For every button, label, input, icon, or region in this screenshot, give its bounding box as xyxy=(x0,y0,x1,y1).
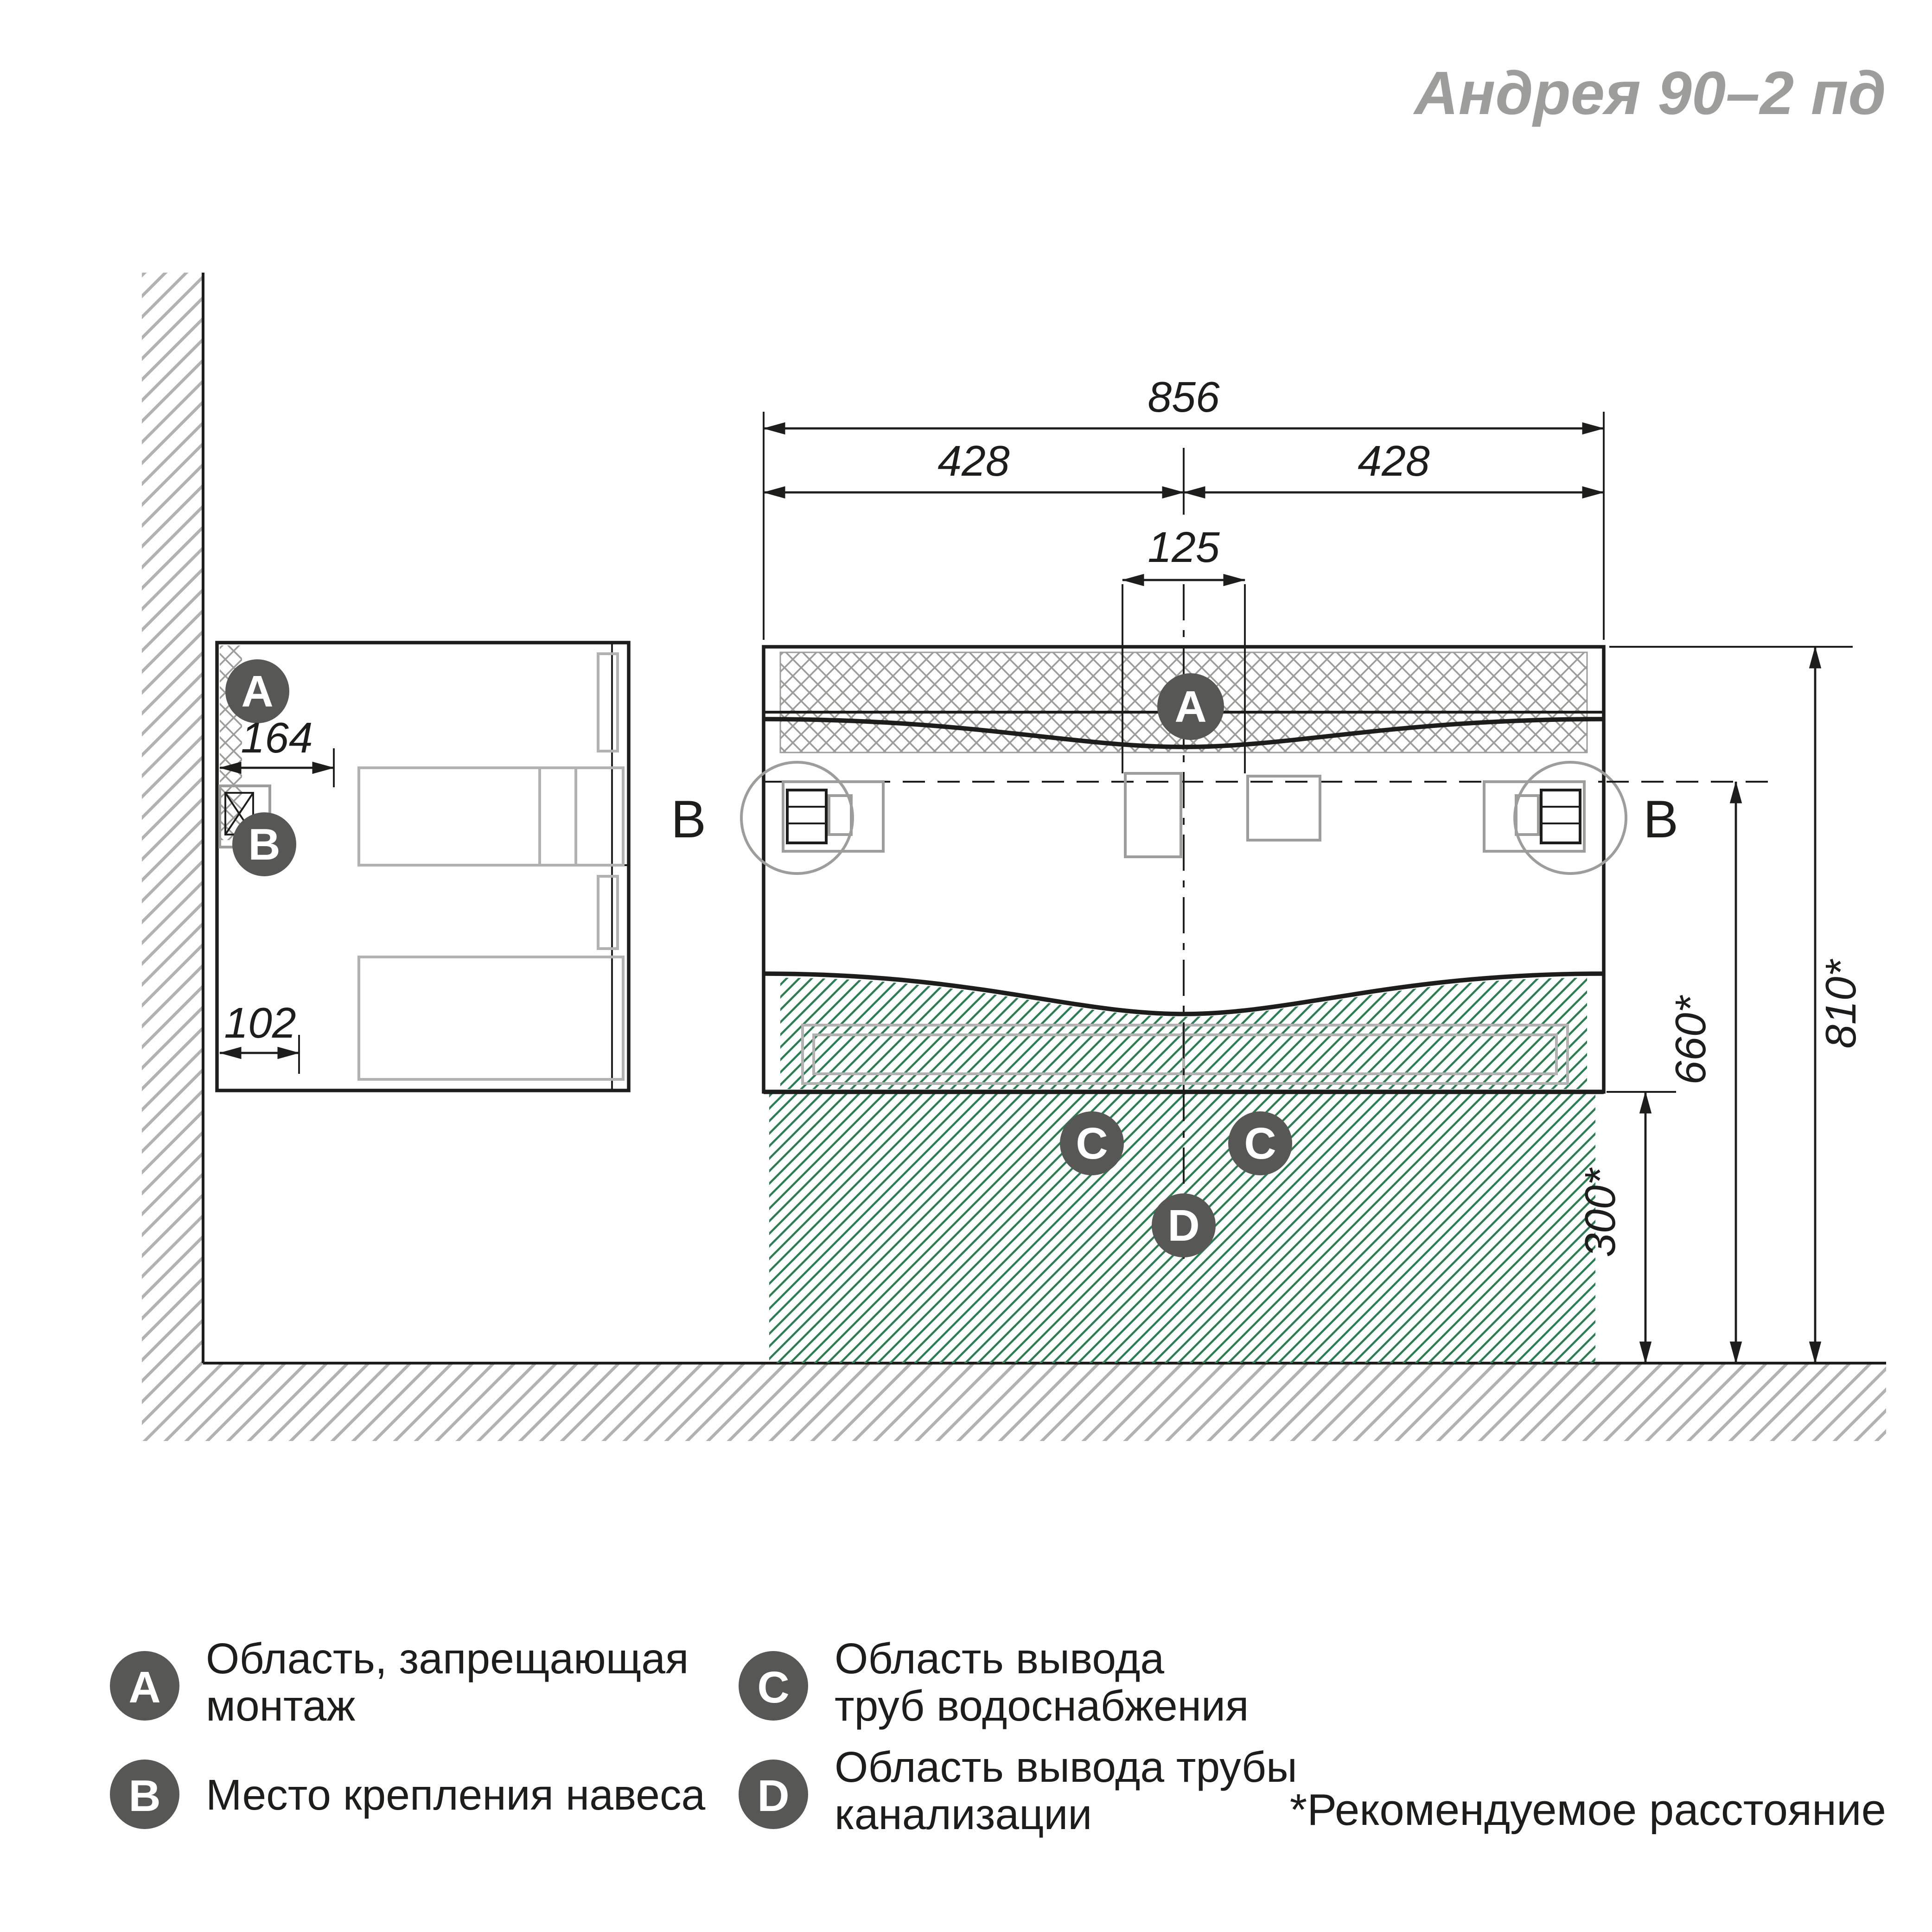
dim-856: 856 xyxy=(763,373,1605,435)
bracket-left-callout-circle xyxy=(740,761,854,875)
dim-810: 810* xyxy=(1809,646,1865,1364)
legend-d-line1: Область вывода трубы xyxy=(835,1743,1297,1791)
dim-300: 300* xyxy=(1576,1091,1652,1364)
legend-d-letter: D xyxy=(757,1771,789,1821)
legend-item-a: A Область, запрещающая монтаж xyxy=(110,1634,689,1730)
legend-b-letter: B xyxy=(128,1771,160,1821)
bracket-left-label: B xyxy=(671,790,706,849)
dim-660-label: 660* xyxy=(1666,995,1715,1085)
legend-a-line1: Область, запрещающая xyxy=(206,1634,689,1683)
marker-a-side-letter: A xyxy=(241,667,273,716)
marker-a-front: A xyxy=(1157,673,1224,740)
page-title: Андрея 90–2 пд xyxy=(1413,59,1886,127)
dim-125: 125 xyxy=(1122,523,1246,773)
marker-d: D xyxy=(1152,1193,1216,1257)
dim-164-label: 164 xyxy=(241,714,312,762)
marker-c-right: C xyxy=(1228,1111,1292,1175)
bracket-right-label: B xyxy=(1643,790,1678,849)
side-view-body xyxy=(215,641,631,1092)
legend-item-b: B Место крепления навеса xyxy=(110,1760,705,1829)
dim-164: 164 xyxy=(219,714,335,787)
right-dimensions: 810* 660* 300* xyxy=(1576,646,1865,1364)
wall-and-floor xyxy=(142,273,1886,1441)
legend-item-d: D Область вывода трубы канализации xyxy=(739,1743,1297,1838)
marker-b-side: B xyxy=(232,812,296,876)
bracket-right xyxy=(1483,780,1586,853)
legend-a-line2: монтаж xyxy=(206,1682,356,1730)
legend-item-c: C Область вывода труб водоснабжения xyxy=(739,1634,1249,1730)
side-view: A B 164 102 xyxy=(215,641,631,1092)
marker-d-letter: D xyxy=(1167,1201,1199,1250)
legend-b-line1: Место крепления навеса xyxy=(206,1771,705,1819)
marker-b-side-letter: B xyxy=(248,820,280,869)
dim-300-label: 300* xyxy=(1576,1167,1624,1257)
dim-102-label: 102 xyxy=(224,999,296,1047)
drain-outlet-details xyxy=(1124,772,1321,858)
marker-c-left-letter: C xyxy=(1076,1119,1108,1168)
dim-428-right: 428 xyxy=(1183,437,1605,499)
dim-428-left-label: 428 xyxy=(937,437,1009,485)
dim-856-label: 856 xyxy=(1148,373,1219,421)
legend-a-letter: A xyxy=(128,1663,160,1712)
legend-c-letter: C xyxy=(757,1663,789,1712)
dim-125-label: 125 xyxy=(1148,523,1219,571)
legend-d-line2: канализации xyxy=(835,1790,1092,1838)
countertop-curve xyxy=(763,717,1604,749)
side-view-drawer-details xyxy=(357,652,625,1081)
legend-c-line2: труб водоснабжения xyxy=(835,1682,1249,1730)
dim-428-right-label: 428 xyxy=(1358,437,1429,485)
legend: A Область, запрещающая монтаж B Место кр… xyxy=(110,1634,1886,1838)
top-dimensions: 856 428 428 125 xyxy=(763,373,1605,773)
dim-660: 660* xyxy=(1666,781,1742,1364)
dim-102: 102 xyxy=(219,999,300,1074)
footnote: *Рекомендуемое расстояние xyxy=(1290,1785,1886,1835)
dim-428-left: 428 xyxy=(763,437,1185,499)
drawer-gap-curve xyxy=(763,971,1604,1016)
marker-a-side: A xyxy=(225,659,289,723)
legend-c-line1: Область вывода xyxy=(835,1634,1164,1683)
bracket-right-callout-circle xyxy=(1513,761,1627,875)
marker-c-left: C xyxy=(1060,1111,1124,1175)
dim-810-label: 810* xyxy=(1817,959,1865,1049)
floor-hatch xyxy=(142,1363,1886,1441)
wall-hatch xyxy=(142,273,203,1363)
bracket-left xyxy=(782,780,885,853)
marker-c-right-letter: C xyxy=(1244,1119,1276,1168)
marker-a-front-letter: A xyxy=(1174,682,1206,732)
front-view: B B A C C D xyxy=(671,584,1678,1363)
